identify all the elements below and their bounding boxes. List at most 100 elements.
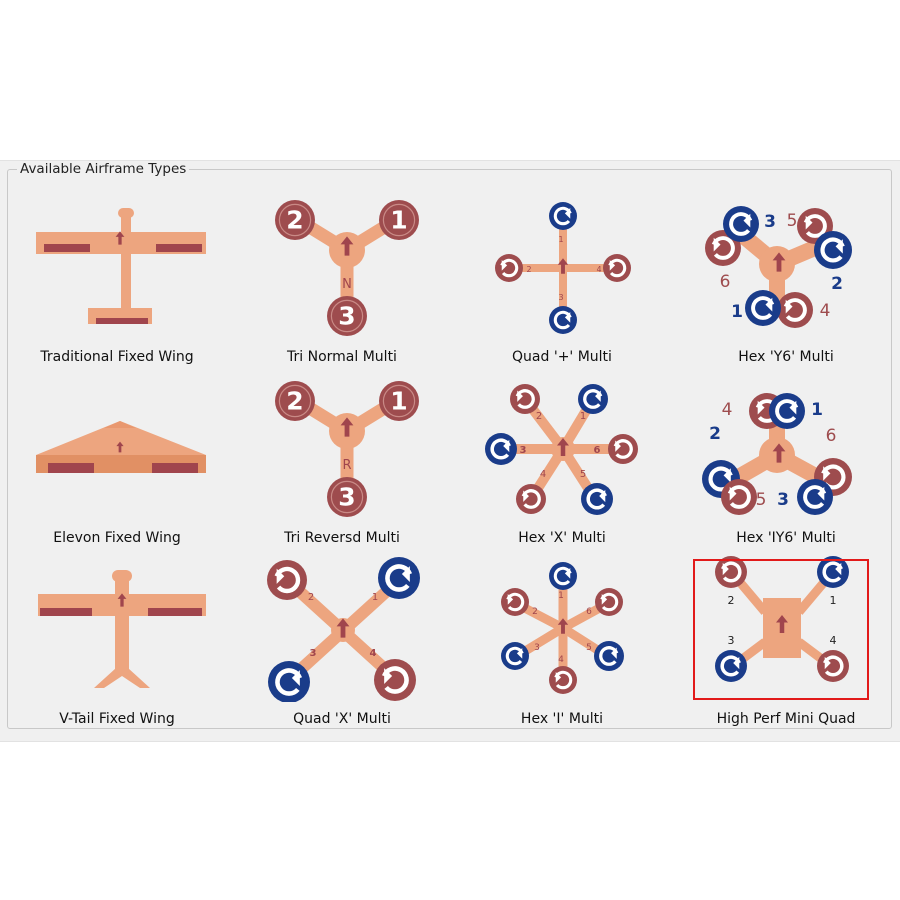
- forward-arrow-icon: [557, 258, 569, 274]
- forward-arrow-icon: [340, 417, 354, 437]
- motor-number-label: 3: [338, 301, 355, 330]
- ccw-rotor-icon: [769, 393, 805, 429]
- motor-number-rotor-icon: 3: [327, 296, 367, 336]
- cw-rotor-icon: [374, 659, 416, 701]
- ccw-rotor-icon: [378, 557, 420, 599]
- motor-number-label: 6: [594, 445, 601, 456]
- motor-number-label: 4: [558, 655, 564, 665]
- motor-number-label: 4: [830, 634, 837, 647]
- cw-rotor-icon: [608, 434, 638, 464]
- motor-number-label: 2: [728, 594, 735, 607]
- motor-number-label: 1: [811, 400, 823, 420]
- motor-number-rotor-icon: 1: [379, 200, 419, 240]
- motor-number-label: 2: [286, 386, 303, 415]
- airframe-label: Tri Normal Multi: [287, 349, 397, 365]
- cw-rotor-icon: [603, 254, 631, 282]
- selection-highlight: [693, 559, 869, 700]
- ccw-rotor-icon: [797, 479, 833, 515]
- motor-number-rotor-icon: 3: [327, 477, 367, 517]
- forward-arrow-icon: [776, 615, 788, 633]
- ccw-rotor-icon: [549, 202, 577, 230]
- airframe-option-v-tail-fixed-wing[interactable]: V-Tail Fixed Wing: [12, 552, 222, 732]
- motor-number-label: 1: [372, 592, 378, 603]
- cw-rotor-icon: [549, 666, 577, 694]
- cw-rotor-icon: [516, 484, 546, 514]
- airframe-label: Hex 'I' Multi: [520, 711, 604, 727]
- cw-rotor-icon: [495, 254, 523, 282]
- cw-rotor-icon: [715, 556, 747, 588]
- motor-number-label: 5: [586, 643, 592, 653]
- motor-number-label: 4: [722, 400, 733, 420]
- forward-arrow-icon: [116, 441, 124, 453]
- ccw-rotor-icon: [578, 384, 608, 414]
- ccw-rotor-icon: [814, 231, 852, 269]
- motor-number-label: 2: [308, 592, 314, 603]
- cw-rotor-icon: [777, 292, 813, 328]
- airframe-option-traditional-fixed-wing[interactable]: Traditional Fixed Wing: [12, 190, 222, 370]
- motor-number-label: 2: [526, 265, 531, 274]
- motor-number-label: 3: [534, 643, 540, 653]
- forward-arrow-icon: [336, 618, 350, 638]
- cw-rotor-icon: [595, 588, 623, 616]
- elevon-fixed-wing-icon: [36, 421, 206, 473]
- motor-number-label: 2: [536, 411, 542, 422]
- cw-rotor-icon: [817, 650, 849, 682]
- airframe-label: Hex 'Y6' Multi: [738, 349, 834, 365]
- motor-number-label: 2: [831, 274, 843, 294]
- motor-number-label: 3: [558, 293, 563, 302]
- airframe-option-elevon-fixed-wing[interactable]: Elevon Fixed Wing: [12, 371, 222, 551]
- motor-number-label: 1: [830, 594, 837, 607]
- airframe-label: Elevon Fixed Wing: [53, 530, 181, 546]
- motor-number-label: 3: [728, 634, 735, 647]
- motor-number-label: 6: [720, 272, 731, 292]
- motor-number-label: 1: [558, 235, 563, 244]
- airframe-label: High Perf Mini Quad: [716, 711, 856, 727]
- motor-number-label: 1: [731, 302, 743, 322]
- ccw-rotor-icon: [817, 556, 849, 588]
- motor-number-label: 4: [820, 301, 831, 321]
- motor-number-label: 3: [764, 212, 776, 232]
- airframe-label: V-Tail Fixed Wing: [59, 711, 175, 727]
- motor-number-rotor-icon: 2: [275, 381, 315, 421]
- forward-arrow-icon: [772, 252, 786, 272]
- quad-x-multi-icon: 2 1 3 4: [267, 557, 420, 702]
- motor-number-label: 6: [826, 426, 837, 446]
- motor-number-label: 4: [540, 469, 546, 480]
- forward-arrow-icon: [557, 438, 569, 456]
- cw-rotor-icon: [267, 560, 307, 600]
- ccw-rotor-icon: [745, 290, 781, 326]
- motor-number-label: 2: [532, 607, 538, 617]
- motor-number-label: 3: [310, 648, 317, 659]
- ccw-rotor-icon: [501, 642, 529, 670]
- forward-arrow-icon: [557, 618, 569, 634]
- forward-arrow-icon: [340, 236, 354, 256]
- motor-number-label: 3: [520, 445, 527, 456]
- cw-rotor-icon: [721, 479, 757, 515]
- airframe-label: Traditional Fixed Wing: [40, 349, 194, 365]
- airframe-label: Quad '+' Multi: [512, 349, 612, 365]
- motor-number-label: 4: [370, 648, 377, 659]
- ccw-rotor-icon: [268, 661, 310, 702]
- forward-arrow-icon: [117, 593, 127, 607]
- ccw-rotor-icon: [715, 650, 747, 682]
- motor-number-label: 2: [709, 424, 721, 444]
- airframe-label: Hex 'IY6' Multi: [736, 530, 836, 546]
- cw-rotor-icon: [510, 384, 540, 414]
- motor-number-label: 3: [777, 490, 789, 510]
- v-tail-fixed-wing-icon: [38, 570, 206, 688]
- motor-number-label: 6: [586, 607, 592, 617]
- forward-arrow-icon: [115, 231, 125, 245]
